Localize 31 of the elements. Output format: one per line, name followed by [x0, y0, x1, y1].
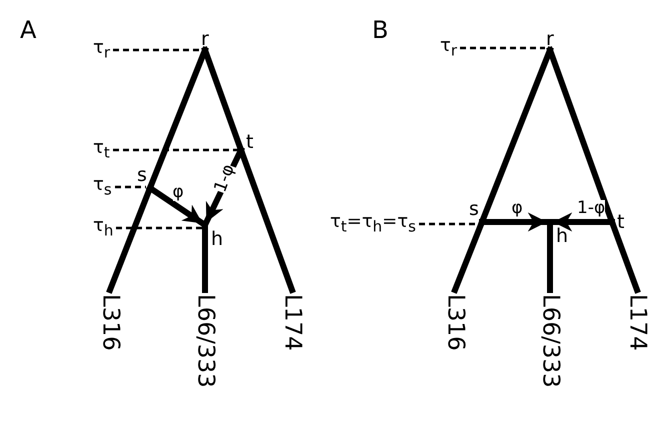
taxon-label: L174 [280, 293, 304, 352]
taxon-label: L316 [98, 293, 122, 352]
time-label: τ$_{h}$ [93, 217, 114, 239]
time-label: τ$_{r}$ [440, 37, 458, 59]
arrow [550, 212, 615, 232]
branch-line [452, 219, 485, 293]
time-label: τ$_{t}$=τ$_{h}$=τ$_{s}$ [330, 213, 416, 235]
taxon-label: L66/333 [538, 293, 562, 389]
branch-line [238, 147, 295, 293]
taxon-label: L66/333 [192, 293, 218, 389]
taxon-label: L316 [442, 293, 468, 352]
node-label: s [136, 165, 148, 186]
time-label: τ$_{s}$ [93, 176, 112, 198]
branch-line [609, 219, 640, 293]
taxon-label: L174 [624, 293, 650, 352]
node-label: t [616, 212, 626, 232]
node-label: h [210, 229, 224, 250]
node-label: t [245, 132, 254, 152]
arrow [147, 185, 206, 226]
branch-line [107, 185, 153, 293]
time-label: τ$_{t}$ [93, 139, 110, 161]
node-label: r [545, 29, 555, 50]
panel-letter: A [20, 18, 36, 42]
panel-letter: B [372, 18, 388, 42]
node-label: r [200, 29, 210, 50]
edge-label: 1-φ [577, 200, 606, 216]
time-label: τ$_{r}$ [93, 39, 110, 61]
branch-line [202, 222, 208, 293]
arrow [479, 212, 550, 232]
node-label: s [468, 199, 480, 220]
node-label: h [555, 226, 570, 247]
